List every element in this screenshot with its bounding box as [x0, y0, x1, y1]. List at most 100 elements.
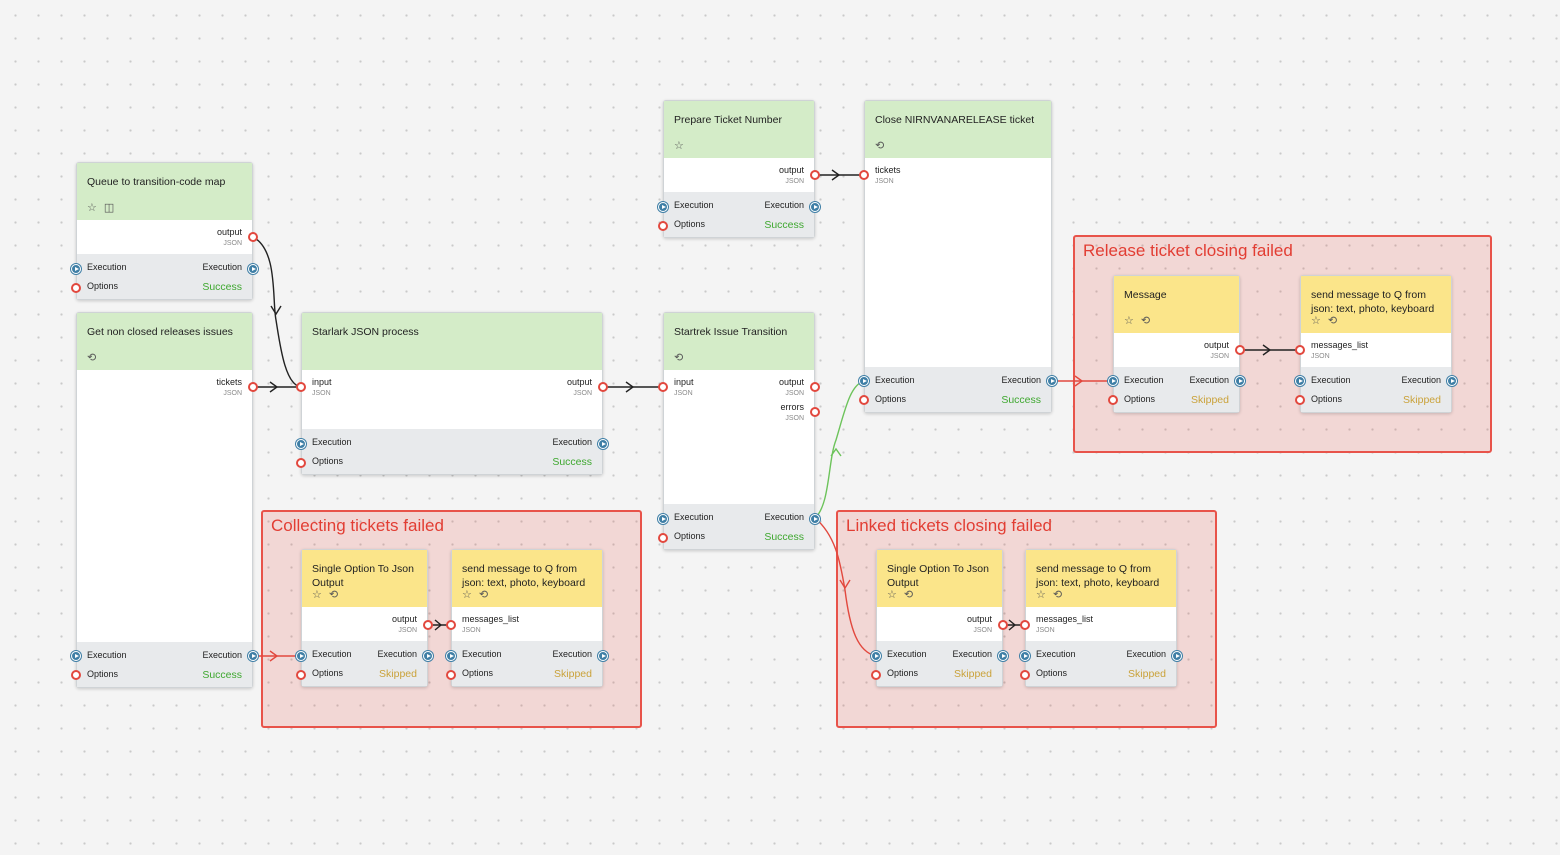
port-options[interactable]	[71, 283, 81, 293]
port-execution-out[interactable]	[1235, 376, 1245, 386]
node-single-option-to-json-output[interactable]: Single Option To Json Output ☆ ⟲ output …	[876, 549, 1003, 687]
port-output[interactable]	[998, 620, 1008, 630]
star-icon[interactable]: ☆ ⟲	[462, 589, 491, 601]
port-execution-in[interactable]	[658, 514, 668, 524]
port-output[interactable]	[423, 620, 433, 630]
status-badge: Skipped	[1403, 394, 1441, 406]
port-input[interactable]	[658, 382, 668, 392]
status-badge: Skipped	[379, 668, 417, 680]
star-icon[interactable]: ☆ ⟲	[1036, 589, 1065, 601]
port-options[interactable]	[296, 670, 306, 680]
port-execution-out[interactable]	[1172, 651, 1182, 661]
wire-queue-output-to-starlark-input[interactable]	[252, 236, 302, 388]
wire-direction-arrow	[830, 447, 842, 457]
port-execution-out[interactable]	[598, 651, 608, 661]
port-execution-in[interactable]	[71, 264, 81, 274]
port-execution-out[interactable]	[810, 514, 820, 524]
port-input[interactable]	[446, 620, 456, 630]
port-execution-in[interactable]	[296, 439, 306, 449]
port-output[interactable]	[248, 382, 258, 392]
input-label: tickets	[875, 165, 901, 175]
history-icon[interactable]: ⟲	[674, 352, 686, 364]
port-options[interactable]	[1108, 395, 1118, 405]
port-execution-in[interactable]	[1020, 651, 1030, 661]
star-icon[interactable]: ☆ ⟲	[312, 589, 341, 601]
port-input[interactable]	[859, 170, 869, 180]
port-execution-in[interactable]	[446, 651, 456, 661]
port-execution-in[interactable]	[871, 651, 881, 661]
port-execution-in[interactable]	[1108, 376, 1118, 386]
port-input[interactable]	[1020, 620, 1030, 630]
node-close-release-ticket[interactable]: Close NIRNVANARELEASE ticket ⟲ tickets J…	[864, 100, 1052, 413]
node-prepare-ticket-number[interactable]: Prepare Ticket Number ☆ output JSON Exec…	[663, 100, 815, 238]
port-execution-in[interactable]	[296, 651, 306, 661]
history-icon[interactable]: ⟲	[875, 140, 887, 152]
node-header[interactable]: Single Option To Json Output ☆ ⟲	[302, 550, 427, 607]
port-options[interactable]	[859, 395, 869, 405]
port-errors[interactable]	[810, 407, 820, 417]
port-execution-in[interactable]	[658, 202, 668, 212]
port-execution-in[interactable]	[1295, 376, 1305, 386]
port-options[interactable]	[658, 533, 668, 543]
port-options[interactable]	[871, 670, 881, 680]
node-header[interactable]: Starlark JSON process	[302, 313, 602, 370]
input-label: messages_list	[1311, 340, 1369, 350]
node-header[interactable]: Startrek Issue Transition ⟲	[664, 313, 814, 370]
node-header[interactable]: send message to Q from json: text, photo…	[1026, 550, 1176, 607]
port-execution-out[interactable]	[1447, 376, 1457, 386]
options-label: Options	[875, 394, 907, 404]
node-title: Queue to transition-code map	[87, 176, 226, 188]
node-header[interactable]: send message to Q from json: text, photo…	[452, 550, 602, 607]
node-header[interactable]: Queue to transition-code map ☆ ◫	[77, 163, 252, 220]
port-execution-out[interactable]	[810, 202, 820, 212]
port-execution-out[interactable]	[998, 651, 1008, 661]
port-options[interactable]	[1295, 395, 1305, 405]
port-options[interactable]	[446, 670, 456, 680]
node-message[interactable]: Message ☆ ⟲ output JSON Execution Execut…	[1113, 275, 1240, 413]
port-output[interactable]	[810, 170, 820, 180]
node-send-message-to-q[interactable]: send message to Q from json: text, photo…	[1025, 549, 1177, 687]
node-header[interactable]: Prepare Ticket Number ☆	[664, 101, 814, 158]
port-output[interactable]	[810, 382, 820, 392]
port-input[interactable]	[1295, 345, 1305, 355]
port-output[interactable]	[248, 232, 258, 242]
star-icon[interactable]: ☆ ⟲	[1311, 315, 1340, 327]
node-header[interactable]: Single Option To Json Output ☆ ⟲	[877, 550, 1002, 607]
port-execution-out[interactable]	[248, 264, 258, 274]
history-icon[interactable]: ⟲	[87, 352, 99, 364]
port-execution-out[interactable]	[248, 651, 258, 661]
node-send-message-to-q[interactable]: send message to Q from json: text, photo…	[1300, 275, 1452, 413]
input-label: input	[312, 377, 332, 387]
node-header[interactable]: Get non closed releases issues ⟲	[77, 313, 252, 370]
node-queue-to-transition-code-map[interactable]: Queue to transition-code map ☆ ◫ output …	[76, 162, 253, 300]
node-get-non-closed-releases-issues[interactable]: Get non closed releases issues ⟲ tickets…	[76, 312, 253, 688]
port-options[interactable]	[296, 458, 306, 468]
port-execution-in[interactable]	[71, 651, 81, 661]
port-options[interactable]	[1020, 670, 1030, 680]
type-label: JSON	[398, 627, 417, 634]
port-execution-out[interactable]	[598, 439, 608, 449]
execution-out-label: Execution	[764, 200, 804, 210]
node-header[interactable]: Message ☆ ⟲	[1114, 276, 1239, 333]
node-startrek-issue-transition[interactable]: Startrek Issue Transition ⟲ input JSON o…	[663, 312, 815, 550]
port-output[interactable]	[1235, 345, 1245, 355]
star-icon[interactable]: ☆	[674, 140, 686, 152]
node-starlark-json-process[interactable]: Starlark JSON process input JSON output …	[301, 312, 603, 475]
node-send-message-to-q[interactable]: send message to Q from json: text, photo…	[451, 549, 603, 687]
port-execution-in[interactable]	[859, 376, 869, 386]
node-header[interactable]: Close NIRNVANARELEASE ticket ⟲	[865, 101, 1051, 158]
star-icon[interactable]: ☆ ⟲	[1124, 315, 1153, 327]
output-label: output	[778, 377, 804, 387]
port-execution-out[interactable]	[1047, 376, 1057, 386]
wire-transition-success-to-close-execution[interactable]	[814, 380, 865, 519]
node-single-option-to-json-output[interactable]: Single Option To Json Output ☆ ⟲ output …	[301, 549, 428, 687]
port-options[interactable]	[658, 221, 668, 231]
port-output[interactable]	[598, 382, 608, 392]
port-options[interactable]	[71, 670, 81, 680]
port-execution-out[interactable]	[423, 651, 433, 661]
port-input[interactable]	[296, 382, 306, 392]
node-header[interactable]: send message to Q from json: text, photo…	[1301, 276, 1451, 333]
star-icon[interactable]: ☆ ⟲	[887, 589, 916, 601]
execution-out-label: Execution	[1189, 375, 1229, 385]
star-icon[interactable]: ☆ ◫	[87, 202, 117, 214]
